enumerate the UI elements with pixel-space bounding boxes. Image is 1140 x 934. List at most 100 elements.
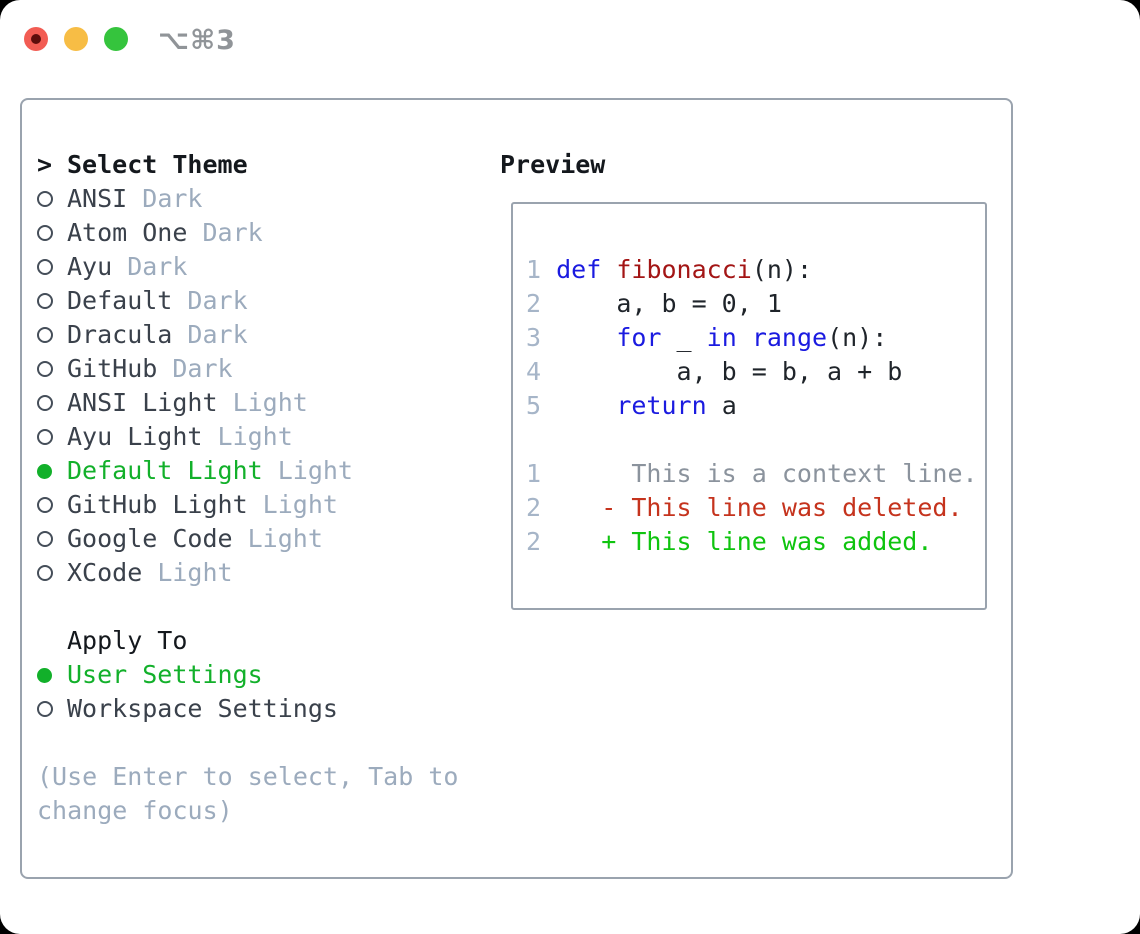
theme-list-header-row: > Select Theme [37, 148, 469, 182]
zoom-button[interactable] [104, 27, 128, 51]
theme-variant: Light [217, 388, 308, 417]
code-segment [737, 323, 752, 352]
theme-name: Atom One [67, 218, 188, 247]
theme-option-ayu[interactable]: Ayu Dark [37, 250, 469, 284]
code-segment: - This line was deleted. [601, 493, 963, 522]
radio-dot [37, 463, 52, 479]
radio-dot [37, 225, 53, 241]
code-segment: This is a context line. [541, 459, 978, 488]
theme-option-label: Default Dark [67, 284, 248, 318]
theme-name: XCode [67, 558, 143, 587]
theme-option-ansi[interactable]: ANSI Dark [37, 182, 469, 216]
theme-variant: Light [247, 490, 338, 519]
theme-option-ayu-light[interactable]: Ayu Light Light [37, 420, 469, 454]
theme-option-google-code[interactable]: Google Code Light [37, 522, 469, 556]
code-segment: def [556, 255, 602, 284]
theme-variant: Dark [187, 218, 263, 247]
spacer [37, 590, 469, 624]
theme-name: Google Code [67, 524, 233, 553]
code-segment [541, 527, 601, 556]
theme-list-title: Select Theme [67, 150, 248, 179]
radio-dot [37, 497, 53, 513]
code-segment: in [706, 323, 737, 352]
radio-dot [37, 701, 53, 717]
radio-dot [37, 361, 53, 377]
line-number: 4 [526, 357, 542, 386]
radio-dot [37, 531, 53, 547]
line-number: 1 [526, 459, 542, 488]
close-button[interactable] [24, 27, 48, 51]
apply-option-label: User Settings [67, 660, 263, 689]
theme-name: ANSI [67, 184, 128, 213]
code-segment: fibonacci [616, 255, 752, 284]
apply-option-user-settings[interactable]: User Settings [37, 658, 469, 692]
radio-icon [37, 497, 67, 513]
theme-name: ANSI Light [67, 388, 218, 417]
code-segment: (n): [751, 255, 813, 284]
radio-dot [37, 191, 53, 207]
radio-dot [37, 259, 53, 275]
close-dot-icon [31, 34, 41, 44]
theme-option-label: GitHub Dark [67, 352, 233, 386]
spacer [37, 726, 469, 760]
theme-variant: Dark [127, 184, 203, 213]
code-segment: a, b = 0, 1 [541, 289, 782, 318]
line-number: 2 [526, 493, 542, 522]
code-segment [541, 323, 616, 352]
theme-option-github[interactable]: GitHub Dark [37, 352, 469, 386]
radio-icon [37, 395, 67, 411]
theme-name: GitHub Light [67, 490, 248, 519]
preview-line: 1 This is a context line. [526, 457, 985, 491]
theme-name: Ayu Light [67, 422, 203, 451]
theme-name: GitHub [67, 354, 158, 383]
radio-selected-icon [37, 463, 67, 479]
radio-icon [37, 327, 67, 343]
theme-option-xcode[interactable]: XCode Light [37, 556, 469, 590]
radio-dot [37, 667, 52, 683]
theme-option-label: Ayu Light Light [67, 420, 293, 454]
code-segment: a, b = b, a + b [541, 357, 903, 386]
theme-variant: Dark [157, 354, 233, 383]
line-number: 2 [526, 289, 542, 318]
minimize-button[interactable] [64, 27, 88, 51]
radio-dot [37, 565, 53, 581]
line-number: 5 [526, 391, 542, 420]
theme-option-dracula[interactable]: Dracula Dark [37, 318, 469, 352]
theme-option-default-light[interactable]: Default Light Light [37, 454, 469, 488]
theme-option-atom-one[interactable]: Atom One Dark [37, 216, 469, 250]
line-number: 3 [526, 323, 542, 352]
preview-line: 2 + This line was added. [526, 525, 985, 559]
theme-variant: Dark [172, 286, 248, 315]
theme-option-ansi-light[interactable]: ANSI Light Light [37, 386, 469, 420]
radio-icon [37, 225, 67, 241]
theme-option-github-light[interactable]: GitHub Light Light [37, 488, 469, 522]
theme-option-label: ANSI Dark [67, 182, 202, 216]
theme-variant: Light [202, 422, 293, 451]
code-segment [541, 391, 616, 420]
theme-variant: Dark [112, 252, 188, 281]
code-segment: range [751, 323, 828, 352]
radio-selected-icon [37, 667, 67, 683]
apply-option-workspace-settings[interactable]: Workspace Settings [37, 692, 469, 726]
preview-line [526, 423, 985, 457]
code-segment: + This line was added. [601, 527, 933, 556]
preview-title: Preview [500, 150, 606, 179]
theme-option-default[interactable]: Default Dark [37, 284, 469, 318]
radio-dot [37, 395, 53, 411]
code-segment: a [706, 391, 737, 420]
preview-line: 2 - This line was deleted. [526, 491, 985, 525]
theme-name: Default [67, 286, 173, 315]
code-segment: _ [661, 323, 707, 352]
line-number: 1 [526, 255, 542, 284]
radio-icon [37, 531, 67, 547]
radio-icon [37, 429, 67, 445]
theme-option-label: Atom One Dark [67, 216, 263, 250]
radio-dot [37, 327, 53, 343]
theme-variant: Light [142, 558, 233, 587]
radio-dot [37, 429, 53, 445]
radio-icon [37, 701, 67, 717]
